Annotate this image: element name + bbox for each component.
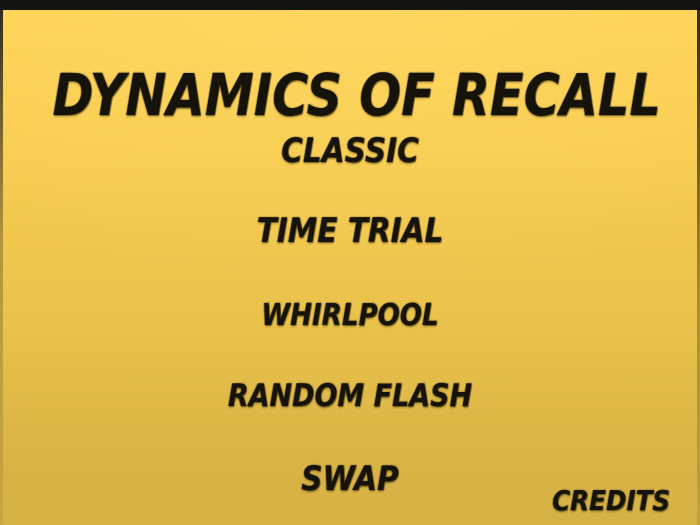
menu-item-swap[interactable]: SWAP (301, 459, 399, 499)
game-title: DYNAMICS OF RECALL (52, 60, 661, 129)
top-black-bar (0, 0, 700, 10)
credits-button[interactable]: CREDITS (551, 484, 670, 517)
menu-item-time-trial[interactable]: TIME TRIAL (256, 211, 444, 251)
menu-item-whirlpool[interactable]: WHIRLPOOL (261, 298, 439, 333)
left-edge-shade (0, 0, 3, 525)
menu-item-classic[interactable]: CLASSIC (281, 131, 419, 171)
menu-item-random-flash[interactable]: RANDOM FLASH (227, 378, 473, 414)
